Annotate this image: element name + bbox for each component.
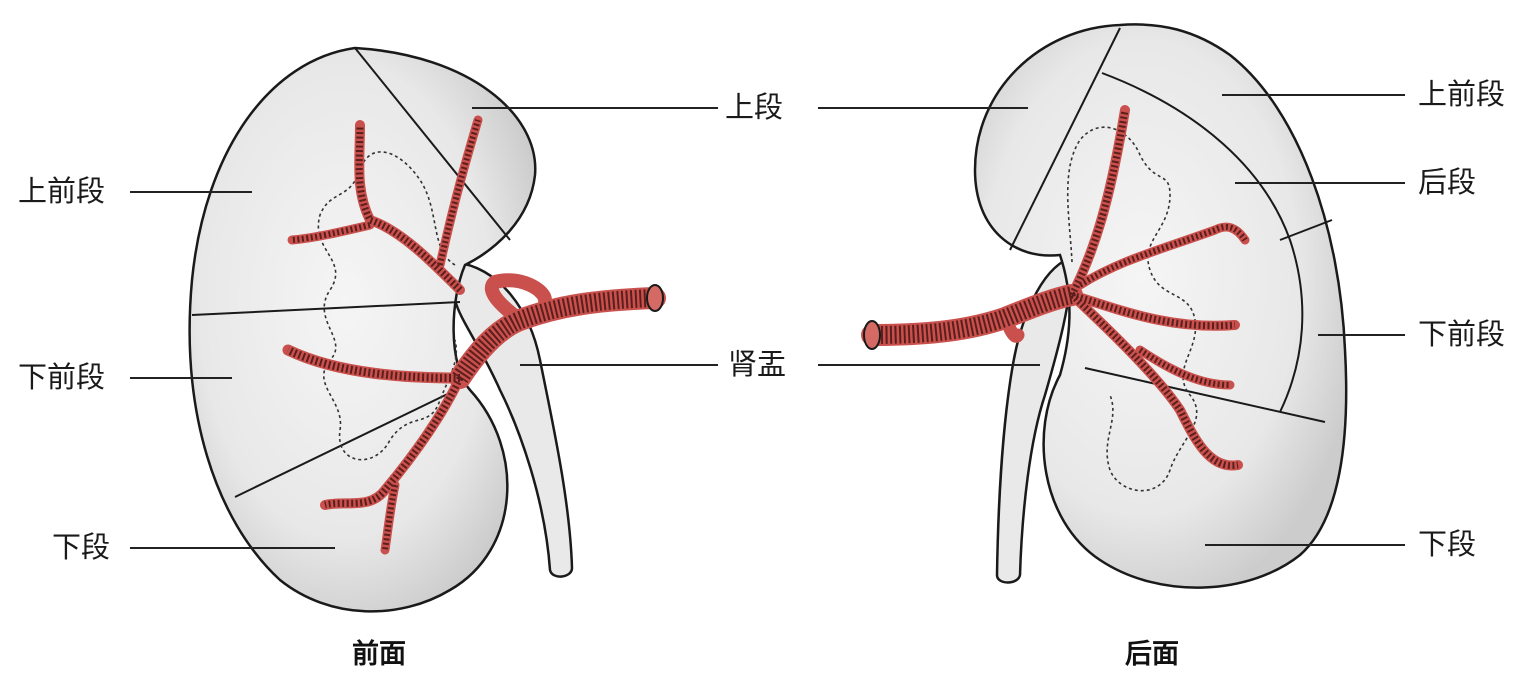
back-ureter xyxy=(995,256,1074,584)
caption-back-view: 后面 xyxy=(1125,639,1179,670)
label-anterior-inferior-front: 下前段 xyxy=(18,360,106,394)
back-hatch-mid xyxy=(1070,291,1236,330)
label-anterior-superior-front: 上前段 xyxy=(18,174,106,208)
label-superior-segment: 上段 xyxy=(725,90,784,124)
back-artery-end xyxy=(863,320,881,350)
back-hatch-lower xyxy=(1069,292,1239,469)
front-kidney xyxy=(188,46,666,613)
back-hatch-trunk xyxy=(1068,109,1129,297)
label-anterior-inferior-back: 下前段 xyxy=(1418,317,1506,351)
label-posterior-segment: 后段 xyxy=(1418,165,1477,199)
back-artery-branch-lower xyxy=(998,311,1025,343)
front-seg-line-bottom xyxy=(234,387,461,498)
back-seg-line-upper xyxy=(1009,27,1121,251)
back-seg-line-post xyxy=(1101,72,1304,413)
front-artery-end xyxy=(646,284,664,312)
back-hatch-lower-2 xyxy=(1138,347,1231,388)
label-renal-pelvis: 肾盂 xyxy=(728,347,787,381)
back-calyx-outline xyxy=(1066,126,1198,492)
front-kidney-outline xyxy=(188,46,537,613)
back-kidney xyxy=(861,23,1348,589)
leader-lines xyxy=(130,94,1405,549)
caption-front-view: 前面 xyxy=(352,639,406,670)
front-hatch-mid xyxy=(286,346,461,382)
front-artery-branch-upper xyxy=(484,273,552,327)
label-inferior-front: 下段 xyxy=(52,530,111,564)
front-hatch-inf xyxy=(324,376,464,509)
label-anterior-superior-back: 上前段 xyxy=(1418,77,1506,111)
front-seg-line-top xyxy=(354,47,511,241)
front-calyx-outline xyxy=(317,151,458,461)
label-inferior-back: 下段 xyxy=(1418,527,1477,561)
front-seg-line-middle xyxy=(191,301,461,316)
front-hatch-sup-ant xyxy=(291,222,371,243)
back-hatch-main xyxy=(871,286,1074,344)
front-hatch-inf-2 xyxy=(382,484,398,551)
front-hatch-apical xyxy=(437,119,481,266)
front-hatch-trunk xyxy=(355,124,463,293)
back-hatch-upper-fan xyxy=(1078,224,1248,288)
back-kidney-outline xyxy=(973,23,1348,589)
back-seg-line-lower xyxy=(1084,367,1326,423)
back-seg-line-right xyxy=(1279,219,1333,241)
front-hatch-main xyxy=(452,289,656,383)
